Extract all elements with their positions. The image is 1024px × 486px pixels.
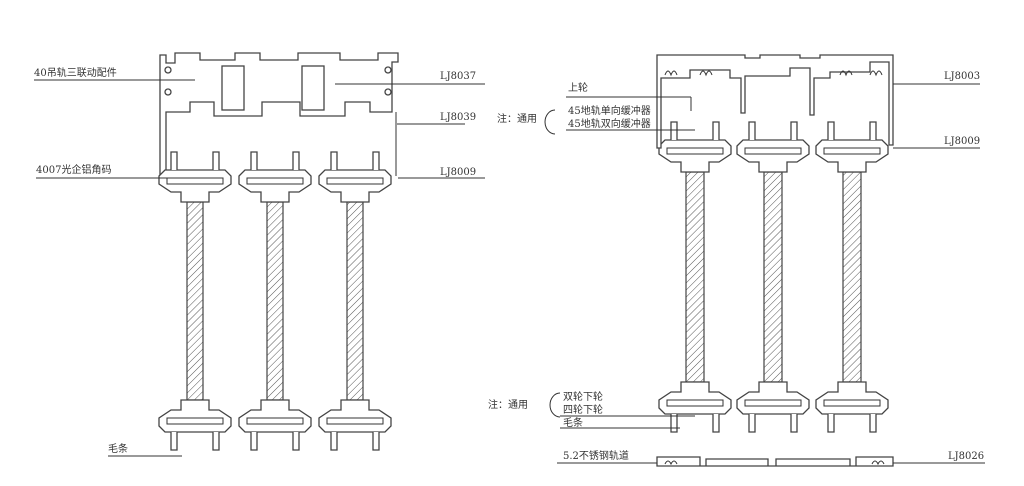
carrier-leg	[330, 151, 380, 170]
carrier-leg	[330, 432, 380, 451]
right-top-frame	[656, 54, 894, 149]
label-corner-key: 4007光企铝角码	[36, 163, 111, 176]
label-four-wheel: 四轮下轮	[563, 403, 603, 416]
glass-panel	[763, 171, 783, 383]
sash-carrier-profile	[815, 381, 889, 415]
door-panel	[736, 121, 810, 433]
sash-carrier-profile	[238, 399, 312, 433]
sash-carrier-profile	[158, 399, 232, 433]
left-panels	[158, 151, 392, 451]
label-double-wheel: 双轮下轮	[563, 390, 603, 403]
sash-carrier-profile	[658, 139, 732, 173]
label-upper-wheel: 上轮	[568, 81, 588, 94]
label-lj8009-right: LJ8009	[944, 136, 980, 147]
label-track: 5.2不锈钢轨道	[563, 449, 629, 462]
sash-carrier-profile	[238, 169, 312, 203]
right-labels: LJ8003 上轮 注：通用 45地轨单向缓冲器 45地轨双向缓冲器 LJ800…	[488, 71, 985, 464]
label-lj8039: LJ8039	[440, 112, 476, 123]
glass-panel	[186, 201, 204, 401]
carrier-leg	[670, 414, 720, 433]
label-hanging-rail-linkage: 40吊轨三联动配件	[34, 66, 117, 79]
sash-carrier-profile	[318, 399, 392, 433]
carrier-leg	[670, 121, 720, 140]
carrier-leg	[748, 414, 798, 433]
carrier-leg	[170, 151, 220, 170]
label-lj8026: LJ8026	[948, 451, 984, 462]
label-brush-strip-right: 毛条	[563, 416, 583, 429]
sash-carrier-profile	[736, 381, 810, 415]
carrier-leg	[250, 432, 300, 451]
right-panels	[658, 121, 889, 433]
glass-panel	[346, 201, 364, 401]
door-panel	[318, 151, 392, 451]
carrier-leg	[827, 121, 877, 140]
glass-panel	[842, 171, 862, 383]
door-panel	[238, 151, 312, 451]
sash-carrier-profile	[318, 169, 392, 203]
label-note-top: 注：通用	[497, 112, 537, 125]
door-panel	[658, 121, 732, 433]
door-panel	[815, 121, 889, 433]
sash-carrier-profile	[658, 381, 732, 415]
label-brush-strip-left: 毛条	[108, 442, 128, 455]
label-lj8037: LJ8037	[440, 71, 476, 82]
glass-panel	[685, 171, 705, 383]
sash-carrier-profile	[736, 139, 810, 173]
door-panel	[158, 151, 232, 451]
sash-carrier-profile	[158, 169, 232, 203]
stainless-steel-track	[656, 456, 894, 467]
carrier-leg	[170, 432, 220, 451]
label-buffer-double: 45地轨双向缓冲器	[568, 117, 651, 130]
carrier-leg	[827, 414, 877, 433]
left-labels: 40吊轨三联动配件 LJ8037 LJ8039 4007光企铝角码 LJ8009…	[34, 66, 485, 457]
glass-panel	[266, 201, 284, 401]
sash-carrier-profile	[815, 139, 889, 173]
left-top-frame	[159, 52, 399, 176]
label-note-bottom: 注：通用	[488, 398, 528, 411]
carrier-leg	[250, 151, 300, 170]
label-lj8003: LJ8003	[944, 71, 980, 82]
label-buffer-single: 45地轨单向缓冲器	[568, 104, 651, 117]
carrier-leg	[748, 121, 798, 140]
label-lj8009-left: LJ8009	[440, 167, 476, 178]
